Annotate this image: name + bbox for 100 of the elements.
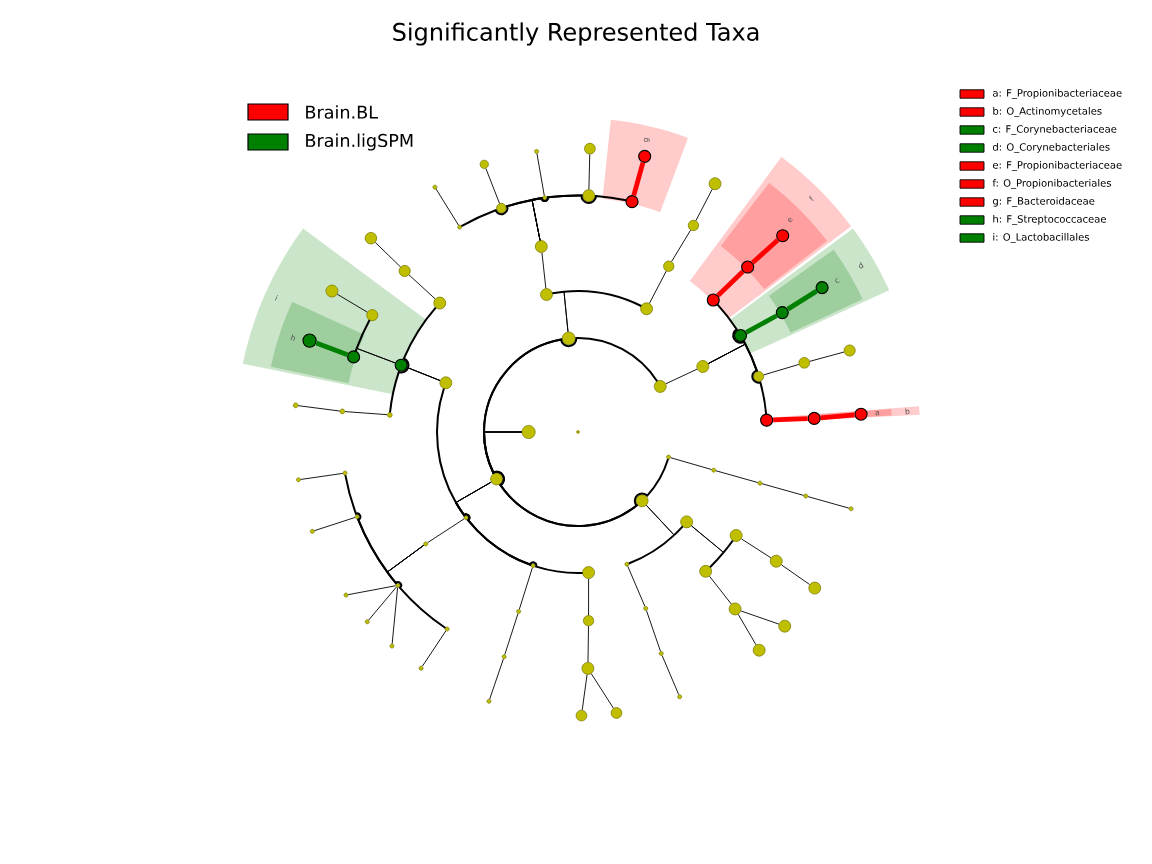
tree-node: [807, 411, 821, 425]
branch-line: [336, 293, 368, 313]
tree-node: [479, 159, 489, 169]
branch-line: [820, 412, 855, 421]
branch-line: [344, 411, 388, 416]
tree-node: [534, 149, 539, 154]
branch-line: [314, 517, 356, 532]
tree-node: [575, 709, 588, 722]
tree-node: [444, 626, 450, 632]
branch-line: [435, 188, 459, 226]
tree-node: [582, 189, 596, 202]
tree-node: [696, 360, 710, 373]
branch-line: [386, 544, 447, 629]
branch-line: [504, 613, 519, 655]
tree-node: [496, 203, 507, 214]
tree-node: [310, 528, 315, 534]
tree-node: [354, 514, 360, 520]
tree-node: [635, 494, 649, 508]
tree-node: [808, 581, 822, 595]
branch-line: [368, 586, 397, 621]
branch-line: [670, 457, 712, 470]
tree-node: [624, 561, 630, 567]
tree-node: [292, 402, 299, 409]
branch-line: [421, 630, 447, 667]
tree-node: [457, 224, 463, 230]
tree-node: [640, 302, 653, 316]
branch-line: [315, 340, 349, 357]
tree-node: [815, 281, 829, 295]
tree-node: [658, 651, 664, 656]
tree-node: [610, 707, 623, 719]
branch-line: [427, 518, 465, 544]
tree-node: [542, 195, 547, 201]
branch-line: [588, 578, 590, 616]
branch-line: [695, 188, 713, 221]
tree-node: [423, 541, 429, 547]
tree-node: [534, 240, 548, 253]
branch-line: [750, 238, 780, 265]
tree-node: [439, 376, 453, 390]
tree-node: [581, 662, 595, 675]
tree-node: [561, 331, 576, 346]
branch-line: [536, 153, 545, 196]
tree-node: [803, 493, 809, 499]
tree-node: [728, 602, 742, 616]
branch-line: [761, 483, 804, 496]
branch-line: [588, 153, 591, 190]
branch-line: [627, 565, 646, 607]
branch-line: [297, 405, 341, 412]
branch-line: [541, 252, 547, 289]
tree-node: [677, 694, 682, 700]
tree-node: [432, 184, 438, 190]
branch-line: [665, 368, 698, 385]
branch-line: [631, 162, 646, 196]
tree-node: [775, 306, 789, 320]
tree-node: [342, 470, 348, 476]
legend-label: Brain.ligSPM: [306, 133, 413, 151]
tree-node: [680, 515, 693, 529]
tree-node: [752, 643, 766, 657]
tree-node: [364, 232, 378, 245]
tree-node: [395, 583, 401, 588]
tree-node: [490, 472, 503, 486]
branch-line: [649, 270, 667, 304]
tree-node: [848, 506, 854, 512]
tree-node: [540, 288, 553, 301]
branch-line: [716, 269, 745, 298]
branch-line: [708, 343, 768, 416]
tree-node: [582, 566, 595, 579]
tree-node: [418, 665, 424, 671]
tree-node: [521, 425, 536, 439]
tree-node: [364, 619, 370, 625]
tree-node: [729, 529, 743, 542]
branch-line: [454, 481, 584, 574]
branch-line: [489, 658, 504, 700]
tree-node: [711, 467, 717, 473]
branch-line: [646, 504, 684, 537]
branch-line: [740, 610, 780, 625]
tree-node: [530, 563, 536, 568]
branch-line: [389, 366, 441, 414]
tree-node: [753, 371, 764, 382]
branch-line: [661, 655, 680, 696]
tree-node: [798, 357, 810, 369]
branch-line: [391, 587, 399, 645]
tree-node: [843, 344, 856, 357]
branch-line: [354, 347, 396, 364]
title: Significantly Represented Taxa: [393, 22, 759, 46]
tree-node: [708, 177, 722, 191]
tree-node: [296, 477, 301, 483]
tree-node: [643, 606, 649, 611]
branch-line: [773, 416, 808, 423]
tree-node: [366, 309, 379, 322]
branch-line: [563, 290, 643, 333]
branch-line: [780, 564, 810, 585]
branch-line: [531, 194, 628, 241]
tree-node: [638, 149, 652, 163]
tree-node: [394, 358, 408, 372]
branch-line: [483, 337, 659, 433]
tree-node: [663, 260, 675, 272]
branch-line: [786, 289, 818, 312]
branch-line: [671, 229, 691, 262]
tree-node: [347, 350, 361, 364]
tree-node: [584, 142, 596, 155]
